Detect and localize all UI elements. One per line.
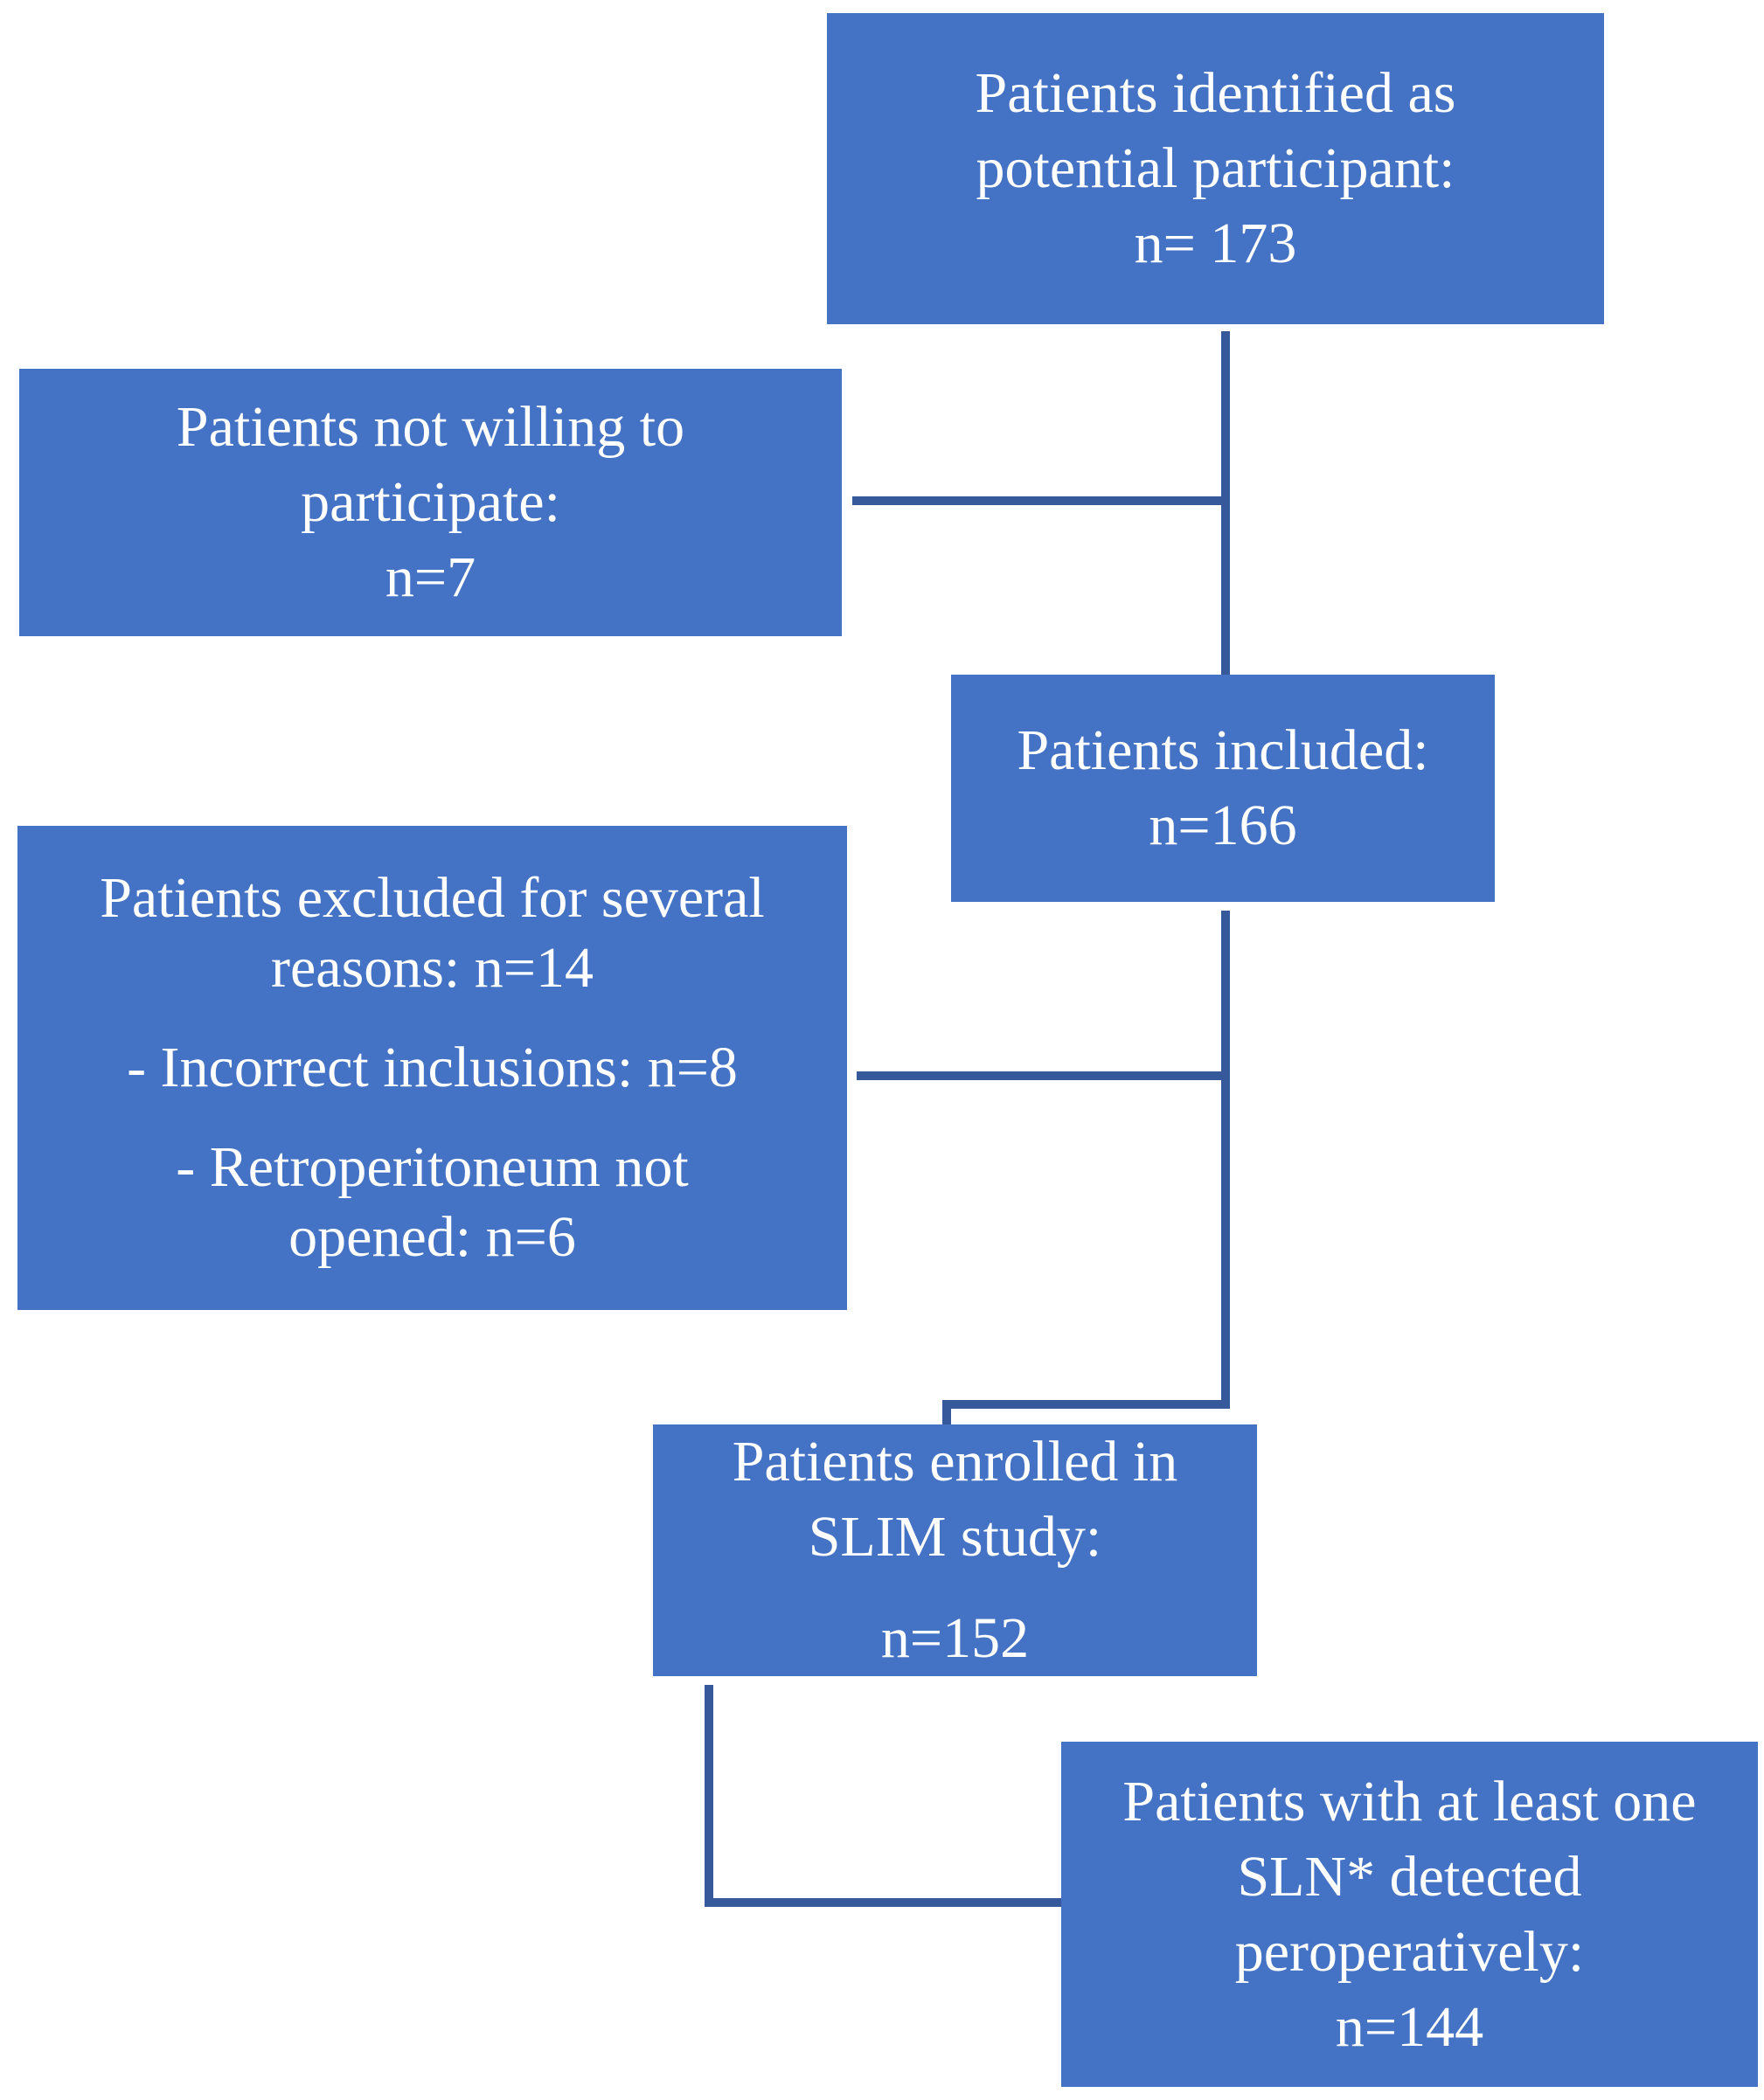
box-text-line: Patients not willing to xyxy=(176,395,685,459)
box-patients-identified: Patients identified as potential partici… xyxy=(827,13,1604,324)
connector-notwilling-branch-horizontal xyxy=(852,496,1230,505)
box-patients-included: Patients included: n=166 xyxy=(951,675,1495,902)
box-text-line: SLIM study: xyxy=(808,1505,1102,1569)
connector-enrolled-elbow-horizontal xyxy=(942,1400,1230,1409)
box-text-line: participate: xyxy=(301,470,560,534)
box-text-line: n=144 xyxy=(1335,1994,1484,2059)
box-text-line: Patients with at least one xyxy=(1122,1769,1697,1833)
connector-enrolled-to-sln-vertical xyxy=(705,1685,713,1907)
box-text-line: opened: n=6 xyxy=(288,1205,576,1269)
box-patients-excluded: Patients excluded for several reasons: n… xyxy=(17,826,847,1310)
box-text-line: Patients excluded for several xyxy=(100,866,765,930)
box-text-line: - Incorrect inclusions: n=8 xyxy=(127,1036,738,1099)
box-patients-sln-detected: Patients with at least one SLN* detected… xyxy=(1061,1742,1758,2087)
connector-included-to-enrolled-vertical xyxy=(1221,911,1230,1409)
box-text-line: n=166 xyxy=(1149,794,1297,857)
connector-excluded-branch-horizontal xyxy=(857,1071,1230,1080)
box-text-line: - Retroperitoneum not xyxy=(176,1135,689,1199)
box-text-line: Patients included: xyxy=(1017,718,1429,782)
box-text-line: peroperatively: xyxy=(1234,1919,1585,1984)
connector-enrolled-to-sln-horizontal xyxy=(705,1898,1061,1907)
box-patients-enrolled-slim: Patients enrolled in SLIM study: n=152 xyxy=(653,1424,1257,1676)
box-text-line: n=152 xyxy=(880,1606,1030,1670)
box-text-line: potential participant: xyxy=(976,136,1455,200)
box-text-line: reasons: n=14 xyxy=(271,936,594,1000)
box-patients-not-willing: Patients not willing to participate: n=7 xyxy=(19,369,842,636)
connector-enrolled-elbow-stub xyxy=(942,1400,951,1424)
box-text-line: SLN* detected xyxy=(1237,1844,1582,1909)
box-text-line: n= 173 xyxy=(1134,211,1297,275)
box-text-line: Patients identified as xyxy=(975,61,1456,125)
box-text-line: n=7 xyxy=(385,545,476,609)
box-text-line: Patients enrolled in xyxy=(732,1430,1178,1494)
